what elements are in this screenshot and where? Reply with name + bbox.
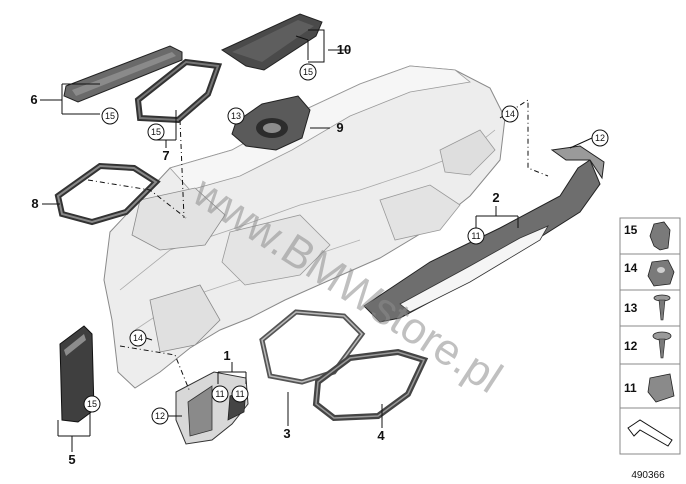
callout-15-part-6: 15 bbox=[101, 107, 119, 125]
svg-text:11: 11 bbox=[235, 389, 244, 399]
svg-text:15: 15 bbox=[87, 399, 97, 409]
callout-15-part-5: 15 bbox=[83, 395, 101, 413]
callout-14-bottom: 14 bbox=[129, 329, 147, 347]
svg-text:15: 15 bbox=[303, 67, 313, 77]
callout-15-part-7: 15 bbox=[147, 123, 165, 141]
part-9-bracket bbox=[231, 95, 311, 151]
callout-11-part-1-left: 11 bbox=[211, 385, 229, 403]
callout-12-right: 12 bbox=[591, 129, 609, 147]
svg-text:11: 11 bbox=[215, 389, 224, 399]
callout-11-part-1-right: 11 bbox=[231, 385, 249, 403]
svg-text:12: 12 bbox=[624, 339, 638, 353]
part-3-cluster-frame bbox=[259, 309, 366, 385]
part-4-cluster-trim bbox=[312, 348, 429, 422]
label-part-8: 8 bbox=[31, 196, 38, 211]
label-part-7: 7 bbox=[162, 148, 169, 163]
svg-text:13: 13 bbox=[624, 301, 638, 315]
callout-14-top: 14 bbox=[501, 105, 519, 123]
label-part-3: 3 bbox=[283, 426, 290, 441]
fastener-13: 13 bbox=[624, 294, 671, 321]
fastener-12: 12 bbox=[624, 331, 672, 359]
label-part-10: 10 bbox=[337, 42, 351, 57]
fastener-14: 14 bbox=[624, 259, 675, 287]
part-1-vent-trim bbox=[175, 371, 249, 445]
svg-text:11: 11 bbox=[471, 231, 480, 241]
svg-text:15: 15 bbox=[151, 127, 161, 137]
svg-text:14: 14 bbox=[505, 109, 515, 119]
svg-text:13: 13 bbox=[231, 111, 241, 121]
callout-12-left: 12 bbox=[151, 407, 169, 425]
diagram-part-number: 490366 bbox=[631, 470, 665, 481]
fastener-panel: 15 14 13 12 11 bbox=[619, 217, 681, 455]
part-8-frame bbox=[54, 162, 161, 226]
part-6-trim bbox=[63, 45, 183, 103]
fastener-15: 15 bbox=[624, 221, 671, 251]
part-labels: 1 2 3 4 5 6 7 8 9 10 bbox=[30, 42, 499, 467]
direction-arrow-icon bbox=[627, 419, 673, 447]
svg-text:14: 14 bbox=[624, 261, 638, 275]
part-10-cover bbox=[220, 13, 323, 71]
callout-13: 13 bbox=[227, 107, 245, 125]
callout-15-part-10: 15 bbox=[299, 63, 317, 81]
svg-text:14: 14 bbox=[133, 333, 143, 343]
fastener-11: 11 bbox=[624, 373, 675, 403]
svg-text:12: 12 bbox=[595, 133, 605, 143]
label-part-6: 6 bbox=[30, 92, 37, 107]
callout-11-part-2: 11 bbox=[467, 227, 485, 245]
svg-text:15: 15 bbox=[624, 223, 638, 237]
label-part-2: 2 bbox=[492, 190, 499, 205]
svg-text:11: 11 bbox=[624, 381, 637, 395]
label-part-4: 4 bbox=[377, 428, 385, 443]
label-part-5: 5 bbox=[68, 452, 75, 467]
part-7-frame bbox=[134, 58, 223, 124]
svg-text:12: 12 bbox=[155, 411, 165, 421]
svg-text:15: 15 bbox=[105, 111, 115, 121]
label-part-9: 9 bbox=[336, 120, 343, 135]
callouts: 15 15 15 15 13 14 14 12 bbox=[83, 63, 609, 425]
label-part-1: 1 bbox=[223, 348, 230, 363]
part-5-panel bbox=[59, 325, 95, 423]
